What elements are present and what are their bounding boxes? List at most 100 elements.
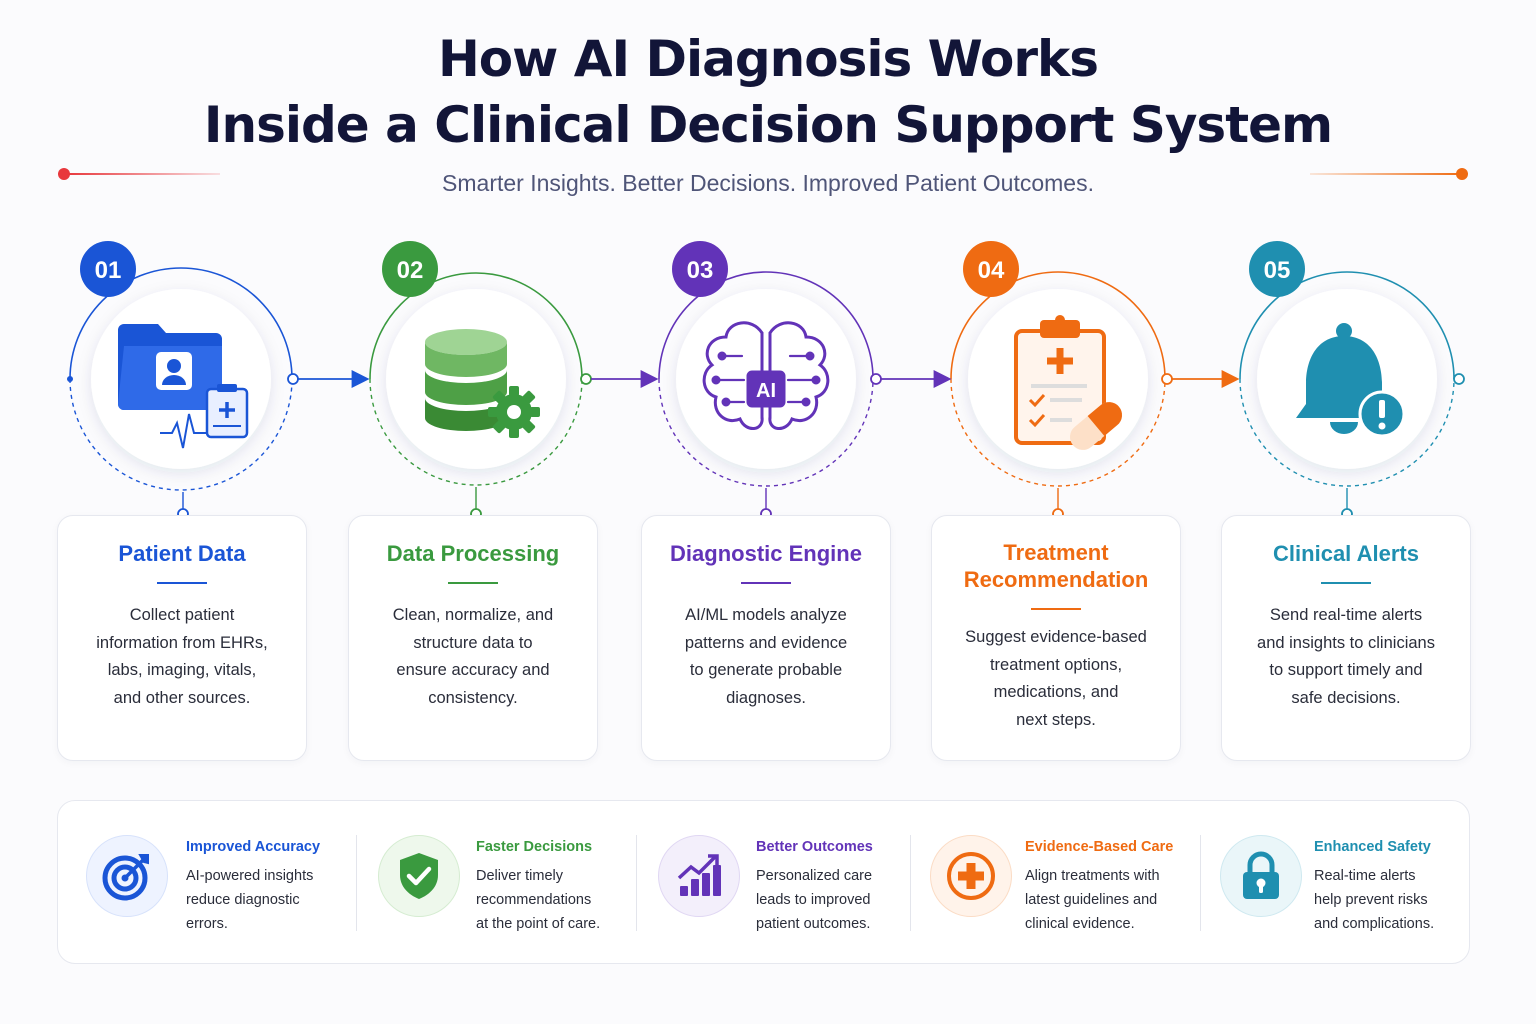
benefit-faster-decisions: Faster Decisions Deliver timely recommen… xyxy=(356,801,636,965)
step-3-rule xyxy=(741,582,791,584)
step-4-number: 04 xyxy=(978,257,1005,284)
step-4-badge: 04 xyxy=(963,241,1019,297)
medical-cross-icon xyxy=(930,835,1012,917)
benefit-1-description: AI-powered insights reduce diagnostic er… xyxy=(186,864,313,936)
right-decor-line xyxy=(1310,173,1462,175)
desc-line: AI-powered insights xyxy=(186,868,314,884)
process-flow-diagram: 01 02 03 04 05 xyxy=(67,241,1465,520)
step-3-number: 03 xyxy=(687,257,714,284)
benefit-better-outcomes: Better Outcomes Personalized care leads … xyxy=(636,801,910,965)
step-2-number: 02 xyxy=(397,257,424,284)
desc-line: Suggest evidence-based xyxy=(965,628,1147,646)
benefit-divider xyxy=(356,835,357,931)
page-subtitle: Smarter Insights. Better Decisions. Impr… xyxy=(442,170,1094,196)
desc-line: and other sources. xyxy=(113,688,251,707)
desc-line: safe decisions. xyxy=(1291,688,1401,707)
benefit-improved-accuracy: Improved Accuracy AI-powered insights re… xyxy=(58,801,356,965)
title-line-1: How AI Diagnosis Works xyxy=(437,30,1099,88)
step-card-patient-data: Patient Data Collect patient information… xyxy=(57,515,307,761)
step-3-title: Diagnostic Engine xyxy=(670,541,862,566)
benefit-3-description: Personalized care leads to improved pati… xyxy=(756,864,872,936)
desc-line: help prevent risks xyxy=(1314,892,1428,908)
step-1-badge: 01 xyxy=(80,241,136,297)
desc-line: to support timely and xyxy=(1269,661,1423,679)
desc-line: Align treatments with xyxy=(1025,868,1160,884)
step-2-rule xyxy=(448,582,498,584)
desc-line: medications, and xyxy=(993,683,1119,701)
clipboard-pill-icon xyxy=(1014,315,1123,450)
benefit-4-title: Evidence-Based Care xyxy=(1025,839,1174,855)
benefit-divider xyxy=(636,835,637,931)
step-2-title: Data Processing xyxy=(386,541,560,566)
right-decor-dot xyxy=(1456,168,1468,180)
desc-line: clinical evidence. xyxy=(1025,916,1135,932)
benefit-enhanced-safety: Enhanced Safety Real-time alerts help pr… xyxy=(1200,801,1470,965)
desc-line: latest guidelines and xyxy=(1025,892,1158,908)
benefit-3-title: Better Outcomes xyxy=(756,839,873,855)
desc-line: Collect patient xyxy=(129,606,235,624)
benefit-divider xyxy=(910,835,911,931)
target-icon xyxy=(86,835,168,917)
step-2-badge: 02 xyxy=(382,241,438,297)
desc-line: patient outcomes. xyxy=(756,916,871,932)
step-1-description: Collect patient information from EHRs, l… xyxy=(76,602,288,712)
desc-line: reduce diagnostic xyxy=(186,892,300,908)
step-4-title-line-2: Recommendation xyxy=(963,567,1149,592)
desc-line: Deliver timely xyxy=(476,868,564,884)
step-1-rule xyxy=(157,582,207,584)
desc-line: Personalized care xyxy=(756,868,873,884)
desc-line: Clean, normalize, and xyxy=(392,606,554,624)
step-1-number: 01 xyxy=(95,257,122,284)
benefit-divider xyxy=(1200,835,1201,931)
step-5-badge: 05 xyxy=(1249,241,1305,297)
left-decor-line xyxy=(66,173,220,175)
step-5-number: 05 xyxy=(1264,257,1291,284)
desc-line: information from EHRs, xyxy=(96,633,268,652)
desc-line: diagnoses. xyxy=(726,688,806,707)
benefits-panel: Improved Accuracy AI-powered insights re… xyxy=(57,800,1470,964)
step-3-description: AI/ML models analyze patterns and eviden… xyxy=(660,602,872,712)
desc-line: Real-time alerts xyxy=(1314,868,1416,884)
step-card-treatment-recommendation: Treatment Recommendation Suggest evidenc… xyxy=(931,515,1181,761)
left-decor-dot xyxy=(58,168,70,180)
shield-check-icon xyxy=(378,835,460,917)
desc-line: structure data to xyxy=(413,633,533,652)
desc-line: labs, imaging, vitals, xyxy=(107,661,257,679)
title-line-2: Inside a Clinical Decision Support Syste… xyxy=(203,96,1333,154)
page-title: How AI Diagnosis Works Inside a Clinical… xyxy=(0,26,1536,158)
alert-bell-icon xyxy=(1296,323,1406,438)
desc-line: patterns and evidence xyxy=(684,633,848,652)
desc-line: ensure accuracy and xyxy=(396,661,550,679)
step-5-title: Clinical Alerts xyxy=(1273,541,1419,566)
database-gear-icon xyxy=(425,329,540,438)
desc-line: to generate probable xyxy=(689,661,843,679)
desc-line: leads to improved xyxy=(756,892,871,908)
growth-chart-icon xyxy=(658,835,740,917)
benefit-2-description: Deliver timely recommendations at the po… xyxy=(476,864,600,936)
desc-line: AI/ML models analyze xyxy=(685,606,847,624)
ai-brain-icon xyxy=(702,321,830,430)
step-4-rule xyxy=(1031,608,1081,610)
benefit-evidence-based-care: Evidence-Based Care Align treatments wit… xyxy=(910,801,1200,965)
desc-line: next steps. xyxy=(1016,710,1096,729)
step-card-data-processing: Data Processing Clean, normalize, and st… xyxy=(348,515,598,761)
desc-line: and complications. xyxy=(1314,916,1435,932)
desc-line: recommendations xyxy=(476,892,592,908)
desc-line: at the point of care. xyxy=(476,916,601,932)
step-5-description: Send real-time alerts and insights to cl… xyxy=(1240,602,1452,712)
ai-chip-label: AI xyxy=(756,380,776,402)
benefit-1-title: Improved Accuracy xyxy=(186,839,321,855)
desc-line: consistency. xyxy=(428,688,518,707)
step-3-badge: 03 xyxy=(672,241,728,297)
step-card-clinical-alerts: Clinical Alerts Send real-time alerts an… xyxy=(1221,515,1471,761)
benefit-4-description: Align treatments with latest guidelines … xyxy=(1025,864,1160,936)
step-4-description: Suggest evidence-based treatment options… xyxy=(950,624,1162,734)
lock-icon xyxy=(1220,835,1302,917)
step-4-title-line-1: Treatment xyxy=(1003,540,1109,565)
desc-line: Send real-time alerts xyxy=(1269,606,1423,624)
step-4-title: Treatment Recommendation xyxy=(932,539,1180,593)
desc-line: errors. xyxy=(186,916,228,932)
benefit-5-title: Enhanced Safety xyxy=(1314,839,1431,855)
step-2-description: Clean, normalize, and structure data to … xyxy=(367,602,579,712)
patient-folder-icon xyxy=(118,324,249,449)
